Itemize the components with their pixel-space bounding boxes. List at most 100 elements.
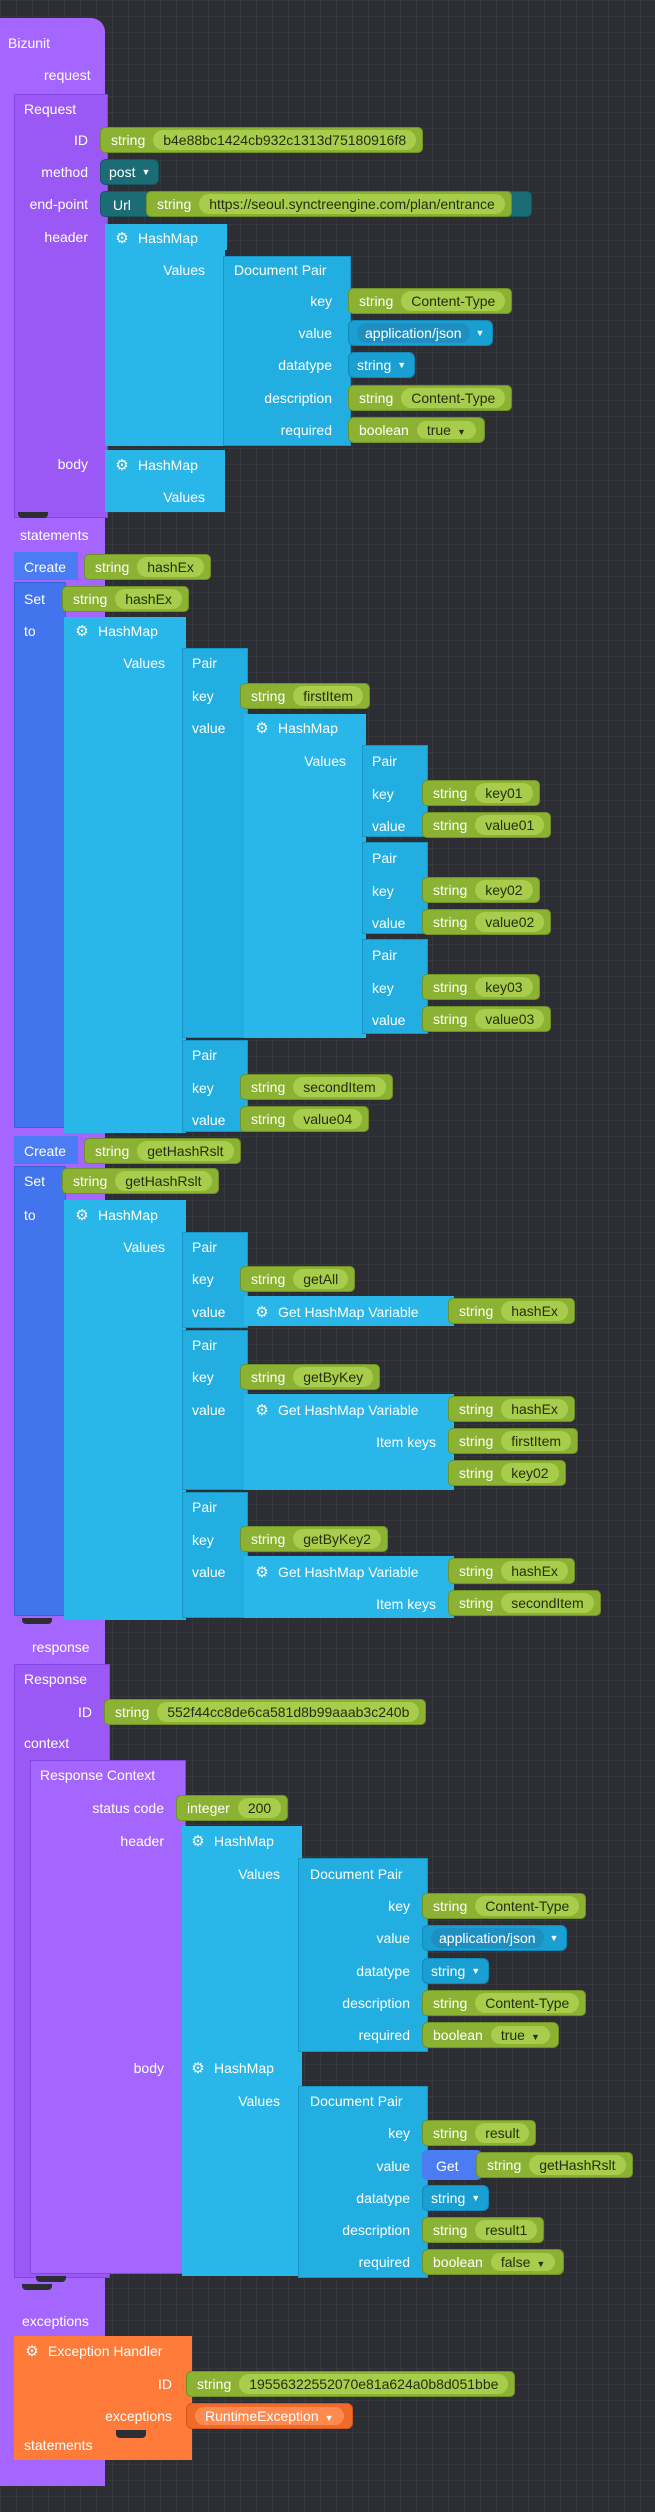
- set-hashmap[interactable]: [64, 617, 186, 1133]
- gear-icon[interactable]: ⚙: [191, 1833, 205, 1850]
- dp-datatype-dropdown[interactable]: string▼: [422, 2185, 490, 2211]
- gear-icon[interactable]: ⚙: [255, 1402, 269, 1419]
- dp-datatype-dropdown[interactable]: string▼: [348, 352, 416, 378]
- request-id-field[interactable]: b4e88bc1424cb932c1313d75180916f8: [153, 130, 417, 150]
- gear-icon[interactable]: ⚙: [255, 1304, 269, 1321]
- inner-pair-3[interactable]: [362, 939, 428, 1034]
- item-key-field[interactable]: key02: [501, 1463, 559, 1483]
- gear-icon[interactable]: ⚙: [115, 230, 129, 247]
- pair-block[interactable]: [182, 1492, 248, 1618]
- dp-key-field[interactable]: result: [475, 2123, 530, 2143]
- pair-key-field[interactable]: secondItem: [293, 1077, 386, 1097]
- inner-key-field[interactable]: key01: [475, 783, 533, 803]
- pair-key-field[interactable]: getByKey2: [293, 1529, 381, 1549]
- gear-icon[interactable]: ⚙: [191, 2060, 205, 2077]
- get-field[interactable]: getHashRslt: [529, 2155, 626, 2175]
- dp-value-dropdown[interactable]: application/json▼: [348, 320, 494, 346]
- inner-value-field[interactable]: value01: [475, 815, 545, 835]
- inner-value-field[interactable]: value03: [475, 1009, 545, 1029]
- status-code-field[interactable]: 200: [237, 1798, 282, 1818]
- exception-id-field[interactable]: 19556322552070e81a624a0b8d051bbe: [239, 2374, 509, 2394]
- url-field[interactable]: https://seoul.synctreengine.com/plan/ent…: [199, 194, 505, 214]
- response-body-hashmap[interactable]: [182, 2054, 302, 2276]
- get-hashmap-variable[interactable]: [244, 1556, 454, 1618]
- create-name-field[interactable]: hashEx: [137, 557, 204, 577]
- get-hashmap-variable[interactable]: [244, 1296, 454, 1326]
- set-name-field[interactable]: hashEx: [115, 589, 182, 609]
- request-header-hashmap[interactable]: [105, 224, 225, 446]
- get-variable-block[interactable]: [422, 2150, 482, 2180]
- document-pair-block[interactable]: [223, 256, 351, 446]
- create-statement[interactable]: [14, 1136, 78, 1164]
- method-dropdown[interactable]: post▼: [100, 159, 160, 185]
- inner-pair-1[interactable]: [362, 745, 428, 837]
- dp-datatype-dropdown[interactable]: string▼: [422, 1958, 490, 1984]
- dp-key-field[interactable]: Content-Type: [475, 1896, 580, 1916]
- inner-key-field[interactable]: key03: [475, 977, 533, 997]
- dp-description-field[interactable]: Content-Type: [475, 1993, 580, 2013]
- var-name-field[interactable]: hashEx: [501, 1399, 568, 1419]
- request-body-hashmap[interactable]: [105, 450, 225, 512]
- pair-key-field[interactable]: getAll: [293, 1269, 349, 1289]
- set-hashmap[interactable]: [64, 1200, 186, 1620]
- response-id-field[interactable]: 552f44cc8de6ca581d8b99aaab3c240b: [157, 1702, 420, 1722]
- request-block[interactable]: [14, 94, 108, 518]
- item-key-field[interactable]: firstItem: [501, 1431, 572, 1451]
- pair-block[interactable]: [182, 1232, 248, 1328]
- gear-icon[interactable]: ⚙: [255, 720, 269, 737]
- nested-hashmap[interactable]: [244, 714, 366, 1038]
- dp-description-field[interactable]: Content-Type: [401, 388, 506, 408]
- set-statement[interactable]: [14, 582, 66, 1128]
- dp-description-field[interactable]: result1: [475, 2220, 538, 2240]
- pair-value-field[interactable]: value04: [293, 1109, 363, 1129]
- inner-key-field[interactable]: key02: [475, 880, 533, 900]
- set-statement[interactable]: [14, 1166, 66, 1616]
- var-name-field[interactable]: hashEx: [501, 1561, 568, 1581]
- pair-block[interactable]: [182, 648, 248, 1038]
- inner-value-field[interactable]: value02: [475, 912, 545, 932]
- gear-icon[interactable]: ⚙: [75, 1207, 89, 1224]
- pair-block[interactable]: [182, 1330, 248, 1490]
- var-name-field[interactable]: hashEx: [501, 1301, 568, 1321]
- exception-type-dropdown[interactable]: RuntimeException▼: [186, 2403, 353, 2429]
- dp-key-field[interactable]: Content-Type: [401, 291, 506, 311]
- response-context-block[interactable]: [30, 1760, 186, 2274]
- create-statement[interactable]: [14, 552, 78, 580]
- document-pair-block[interactable]: [298, 2086, 428, 2278]
- gear-icon[interactable]: ⚙: [75, 623, 89, 640]
- pair-key-field[interactable]: getByKey: [293, 1367, 374, 1387]
